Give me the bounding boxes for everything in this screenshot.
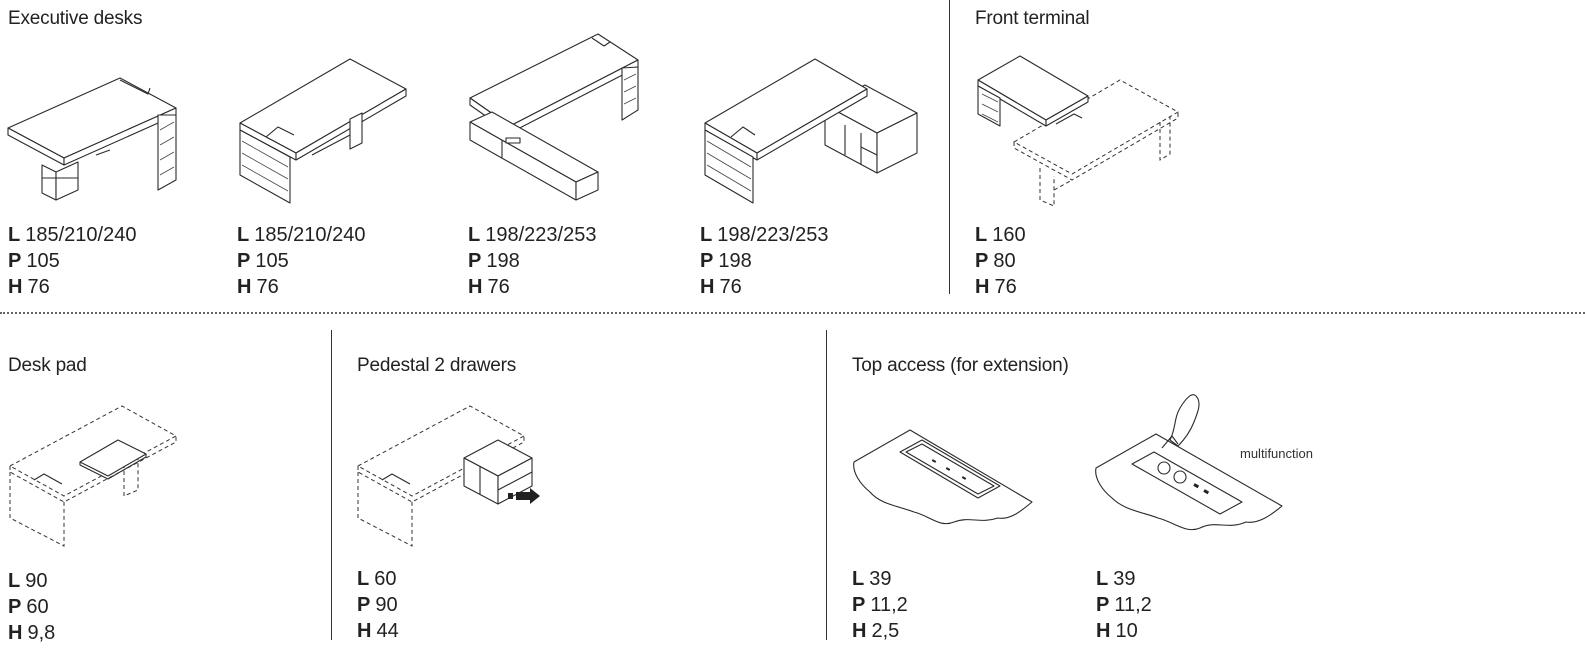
top-access-multifunction-icon [1095,394,1283,531]
front-terminal-icon [977,55,1180,207]
divider-vertical-row2-a [331,330,332,640]
l-shaped-desk-icon [469,33,639,201]
desk-with-pedestal-icon [239,58,407,204]
executive-desk-icon [7,77,177,201]
top-access-icon [853,429,1033,525]
divider-vertical-row2-b [826,330,827,640]
divider-vertical-row1 [949,0,950,294]
section-title-executive-desks: Executive desks [8,8,143,29]
section-title-front-terminal: Front terminal [975,8,1090,29]
section-title-pedestal: Pedestal 2 drawers [357,355,517,376]
section-title-top-access: Top access (for extension) [852,355,1069,376]
multifunction-note: multifunction [1240,446,1313,461]
desk-pad-icon [8,405,178,547]
divider-horizontal-dotted [0,312,1585,314]
section-title-desk-pad: Desk pad [8,355,87,376]
pedestal-drawers-icon [356,405,540,547]
desk-with-credenza-icon [704,58,918,204]
